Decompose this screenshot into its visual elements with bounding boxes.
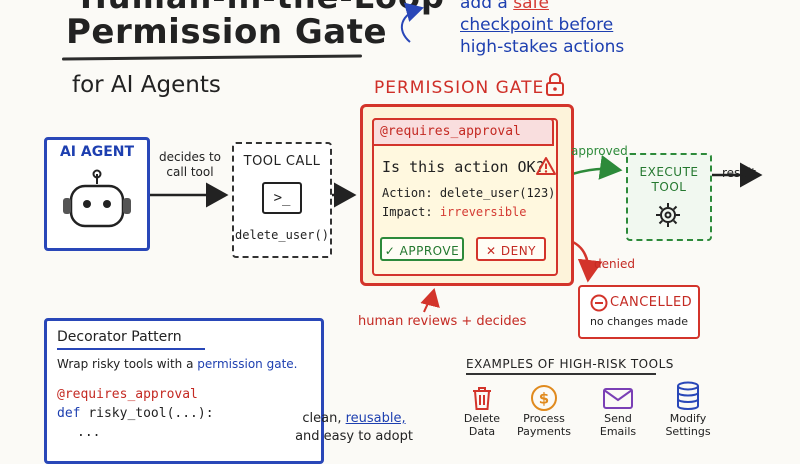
trash-icon xyxy=(473,387,491,410)
permission-gate-title: PERMISSION GATE xyxy=(374,78,545,98)
example-label: Modify Settings xyxy=(656,412,720,438)
decorator-pattern-box: Decorator Pattern Wrap risky tools with … xyxy=(44,318,324,464)
decorator-desc-highlight: permission gate. xyxy=(197,357,298,371)
tool-call-title: TOOL CALL xyxy=(243,154,321,169)
envelope-icon xyxy=(603,388,633,409)
page-title: Permission Gate xyxy=(66,12,388,52)
result-label: result xyxy=(722,166,756,180)
gear-icon xyxy=(656,203,680,227)
code-line-1: @requires_approval xyxy=(57,387,198,402)
cancelled-subtitle: no changes made xyxy=(589,315,689,328)
execute-tool-label: EXECUTE TOOL xyxy=(628,165,710,195)
execute-tool-box: EXECUTE TOOL xyxy=(626,153,712,241)
dollar-icon: $ xyxy=(531,385,557,411)
action-value: delete_user(123) xyxy=(439,186,556,200)
note-line3: high-stakes actions xyxy=(460,37,625,57)
example-line1: Modify xyxy=(669,412,707,425)
title-top-partial: Human-in-the-Loop xyxy=(80,0,445,16)
svg-text:$: $ xyxy=(539,390,549,408)
example-line2: Settings xyxy=(665,425,711,438)
example-process-payments: $ Process Payments xyxy=(512,384,576,438)
approval-dialog-header xyxy=(372,118,554,146)
code-function-signature: risky_tool(...): xyxy=(88,406,214,421)
impact-line: Impact: irreversible xyxy=(382,205,527,219)
example-label: Delete Data xyxy=(450,412,514,438)
approved-label: approved xyxy=(571,144,628,158)
cancelled-title: CANCELLED xyxy=(610,295,693,310)
human-review-note: human reviews + decides xyxy=(358,314,527,329)
cancel-circle-icon xyxy=(590,294,608,312)
decorator-pattern-title: Decorator Pattern xyxy=(57,329,182,345)
approval-question: Is this action OK? xyxy=(382,158,545,176)
arrow1-label-line2: call tool xyxy=(166,165,214,179)
note-arrow xyxy=(400,2,424,43)
code-line-2: def risky_tool(...): xyxy=(57,406,214,421)
decorator-label: @requires_approval xyxy=(380,124,521,139)
example-label: Send Emails xyxy=(586,412,650,438)
arrow1-label-line1: decides to xyxy=(158,150,222,164)
example-delete-data: Delete Data xyxy=(450,384,514,438)
code-def-keyword: def xyxy=(57,406,81,421)
example-line2: Data xyxy=(468,425,496,438)
tool-call-function: delete_user() xyxy=(235,228,329,242)
example-send-emails: Send Emails xyxy=(586,384,650,438)
ai-agent-box: AI AGENT xyxy=(44,137,150,251)
example-line2: Payments xyxy=(517,425,571,438)
note-prefix: add a xyxy=(460,0,514,13)
database-icon xyxy=(677,381,699,410)
clean-note-prefix: clean, xyxy=(302,411,342,426)
examples-underline xyxy=(466,373,656,375)
action-line: Action: delete_user(123) xyxy=(382,186,555,200)
deny-button[interactable]: ✕ DENY xyxy=(476,237,546,261)
approve-button[interactable]: ✓ APPROVE xyxy=(380,237,464,261)
execute-tool-line2: TOOL xyxy=(651,180,687,194)
safety-note: add a safe checkpoint before high-stakes… xyxy=(460,0,624,58)
arrow1-label: decides to call tool xyxy=(150,150,230,180)
page-subtitle: for AI Agents xyxy=(72,72,221,98)
tool-call-box: TOOL CALL >_ delete_user() xyxy=(232,142,332,258)
example-line1: Delete xyxy=(463,412,501,425)
execute-tool-line1: EXECUTE xyxy=(639,165,699,179)
lock-icon xyxy=(546,73,564,96)
robot-icon xyxy=(63,169,131,228)
warning-icon xyxy=(536,157,556,175)
example-line2: Emails xyxy=(599,425,637,438)
action-label: Action: xyxy=(382,186,433,200)
clean-note-line2: and easy to adopt xyxy=(295,429,413,444)
examples-title: EXAMPLES OF HIGH-RISK TOOLS xyxy=(466,357,674,371)
cancelled-box: CANCELLED no changes made xyxy=(578,285,700,339)
arrow-approved xyxy=(565,154,623,180)
clean-note-highlight: reusable, xyxy=(345,411,406,426)
terminal-icon: >_ xyxy=(262,182,302,214)
code-line-3: ... xyxy=(77,425,101,440)
arrow-human-review xyxy=(420,288,440,313)
decorator-desc-prefix: Wrap risky tools with a xyxy=(57,357,194,371)
example-line1: Process xyxy=(523,412,565,425)
clean-reusable-note: clean, reusable, and easy to adopt xyxy=(286,410,422,446)
denied-label: denied xyxy=(594,257,635,271)
note-line2: checkpoint before xyxy=(460,15,614,35)
impact-label: Impact: xyxy=(382,205,433,219)
impact-value: irreversible xyxy=(439,205,527,219)
note-safe-word: safe xyxy=(513,0,549,13)
decorator-title-underline xyxy=(57,348,205,350)
example-line1: Send xyxy=(604,412,632,425)
decorator-description: Wrap risky tools with a permission gate. xyxy=(57,357,297,371)
example-modify-settings: Modify Settings xyxy=(656,380,720,438)
example-label: Process Payments xyxy=(512,412,576,438)
code-decorator: @requires_approval xyxy=(57,387,198,402)
ai-agent-label: AI AGENT xyxy=(59,144,135,160)
